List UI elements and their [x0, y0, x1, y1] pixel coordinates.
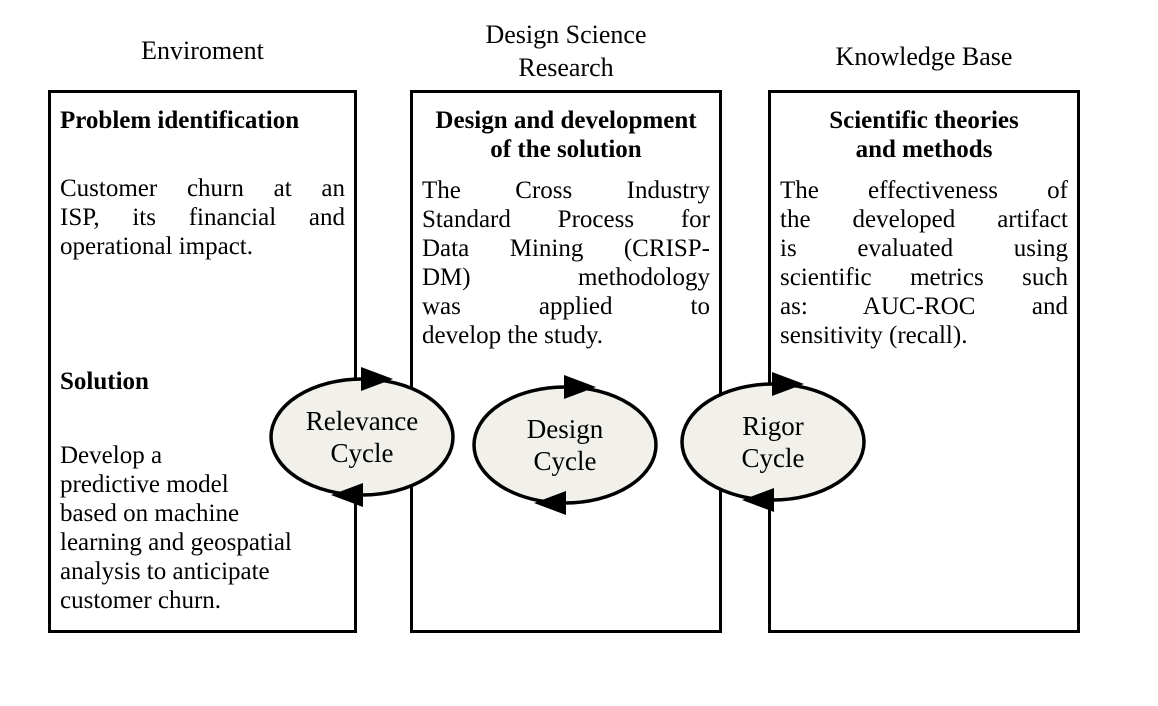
clockwise-arrow-bottom-icon: [742, 488, 774, 512]
text-line: Design and development: [435, 107, 697, 134]
text-line: operational impact.: [60, 233, 253, 260]
text-line: customer churn.: [60, 587, 222, 614]
text-line: scientific metrics such: [780, 264, 1068, 291]
text-line: was applied to: [422, 293, 710, 320]
clockwise-arrow-bottom-icon: [331, 483, 363, 507]
environment-title: Enviroment: [141, 36, 264, 65]
clockwise-arrow-bottom-icon: [534, 491, 566, 515]
cycle-ellipse-graphic: [680, 372, 866, 512]
clockwise-arrow-top-icon: [564, 375, 596, 399]
text-line: Design Science: [485, 20, 647, 49]
text-line: Develop a: [60, 442, 163, 469]
text-line: based on machine: [60, 500, 240, 527]
text-line: Standard Process for: [422, 206, 710, 233]
solution-heading: Solution: [60, 368, 149, 395]
text-line: the developed artifact: [780, 206, 1068, 233]
text-line: analysis to anticipate: [60, 558, 270, 585]
text-line: The effectiveness of: [780, 177, 1068, 204]
text-line: learning and geospatial: [60, 529, 292, 556]
text-line: Cycle: [741, 443, 805, 473]
text-line: The Cross Industry: [422, 177, 710, 204]
text-line: predictive model: [60, 471, 229, 498]
text-line: Rigor: [742, 411, 804, 441]
text-line: is evaluated using: [780, 235, 1068, 262]
cycle-ellipse-graphic: [269, 367, 455, 507]
text-line: develop the study.: [422, 322, 603, 349]
text-line: ISP, its financial and: [60, 204, 345, 231]
problem-identification-heading: Problem identification: [60, 107, 300, 134]
clockwise-arrow-top-icon: [772, 372, 804, 396]
text-line: Scientific theories: [829, 107, 1019, 134]
text-line: Design: [526, 414, 604, 444]
text-line: sensitivity (recall).: [780, 322, 968, 349]
knowledge-base-title: Knowledge Base: [835, 42, 1013, 71]
clockwise-arrow-top-icon: [361, 367, 393, 391]
text-line: as: AUC-ROC and: [780, 293, 1068, 320]
text-line: of the solution: [490, 136, 642, 163]
text-line: DM) methodology: [422, 264, 710, 291]
environment-box: Problem identification Customer churn at…: [48, 90, 357, 633]
text-line: Cycle: [330, 438, 394, 468]
text-line: Customer churn at an: [60, 175, 345, 202]
cycle-ellipse-graphic: [472, 375, 658, 515]
text-line: and methods: [855, 136, 993, 163]
text-line: Relevance: [305, 406, 419, 436]
text-line: Research: [518, 53, 614, 82]
text-line: Cycle: [533, 446, 597, 476]
text-line: Data Mining (CRISP-: [422, 235, 710, 262]
